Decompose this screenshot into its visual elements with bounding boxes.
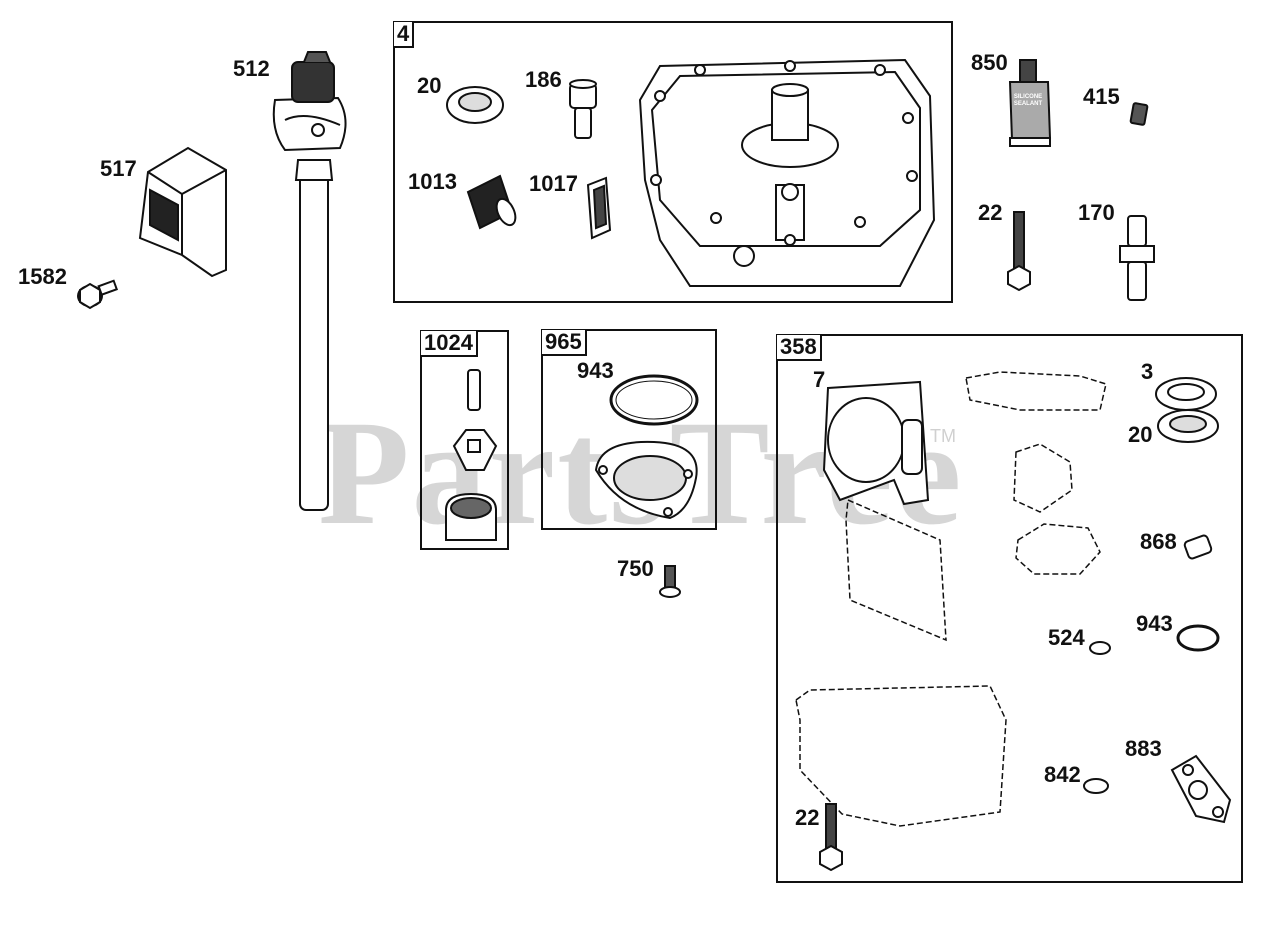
callout-883[interactable]: 883 [1125, 736, 1162, 761]
callout-22-b[interactable]: 22 [795, 805, 820, 830]
callout-415[interactable]: 415 [1083, 84, 1120, 109]
part-170-stud [1119, 215, 1155, 301]
callout-3[interactable]: 3 [1141, 359, 1154, 384]
part-22-bolt-kit [819, 803, 843, 872]
callout-1013[interactable]: 1013 [408, 169, 457, 194]
group-4-frame [393, 21, 953, 303]
part-750-screw [659, 565, 681, 598]
part-415-plug [1129, 102, 1149, 126]
group-label-965: 965 [542, 330, 587, 356]
part-1017-reed [586, 176, 612, 240]
watermark-trademark: TM [930, 426, 956, 446]
part-7-head-gasket [822, 380, 930, 506]
callout-7[interactable]: 7 [813, 367, 826, 392]
callout-750[interactable]: 750 [617, 556, 654, 581]
callout-1017[interactable]: 1017 [529, 171, 578, 196]
part-22-bolt-top [1007, 211, 1031, 292]
part-965-cover-plate [594, 440, 698, 520]
group-358-frame [776, 334, 1243, 883]
part-4-crankcase [638, 58, 936, 287]
group-label-358: 358 [777, 335, 822, 361]
part-20-seal [446, 86, 504, 124]
group-label-1024: 1024 [421, 331, 478, 357]
sealant-text-1: SILICONE [1014, 94, 1042, 100]
part-524-oring [1089, 641, 1111, 655]
part-20-seal-kit [1157, 409, 1219, 443]
part-517-air-guide [138, 146, 227, 278]
part-868-cap [1183, 534, 1213, 560]
callout-186[interactable]: 186 [525, 67, 562, 92]
group-label-4: 4 [394, 22, 415, 48]
callout-842[interactable]: 842 [1044, 762, 1081, 787]
callout-20-b[interactable]: 20 [1128, 422, 1153, 447]
callout-868[interactable]: 868 [1140, 529, 1177, 554]
callout-524[interactable]: 524 [1048, 625, 1085, 650]
part-1024-oil-pump [445, 369, 498, 541]
callout-22-a[interactable]: 22 [978, 200, 1003, 225]
part-883-gasket [1170, 754, 1232, 824]
callout-517[interactable]: 517 [100, 156, 137, 181]
part-850-sealant-tube [1008, 59, 1052, 147]
part-842-oring [1083, 778, 1109, 794]
callout-943-a[interactable]: 943 [577, 358, 614, 383]
part-186-valve [569, 79, 597, 139]
callout-20-a[interactable]: 20 [417, 73, 442, 98]
part-358-gasket-kit [795, 371, 1107, 827]
callout-1582[interactable]: 1582 [18, 264, 67, 289]
part-3-seal [1155, 377, 1217, 411]
part-943-oring-kit [1176, 624, 1220, 652]
callout-850[interactable]: 850 [971, 50, 1008, 75]
callout-512[interactable]: 512 [233, 56, 270, 81]
part-512-dipstick-tube [272, 51, 347, 511]
group-965-frame [541, 329, 717, 530]
part-1582-screw [77, 279, 119, 310]
part-1013-fitting [466, 174, 517, 230]
callout-170[interactable]: 170 [1078, 200, 1115, 225]
sealant-text-2: SEALANT [1014, 101, 1043, 107]
part-943-oring [609, 374, 699, 426]
callout-943-b[interactable]: 943 [1136, 611, 1173, 636]
